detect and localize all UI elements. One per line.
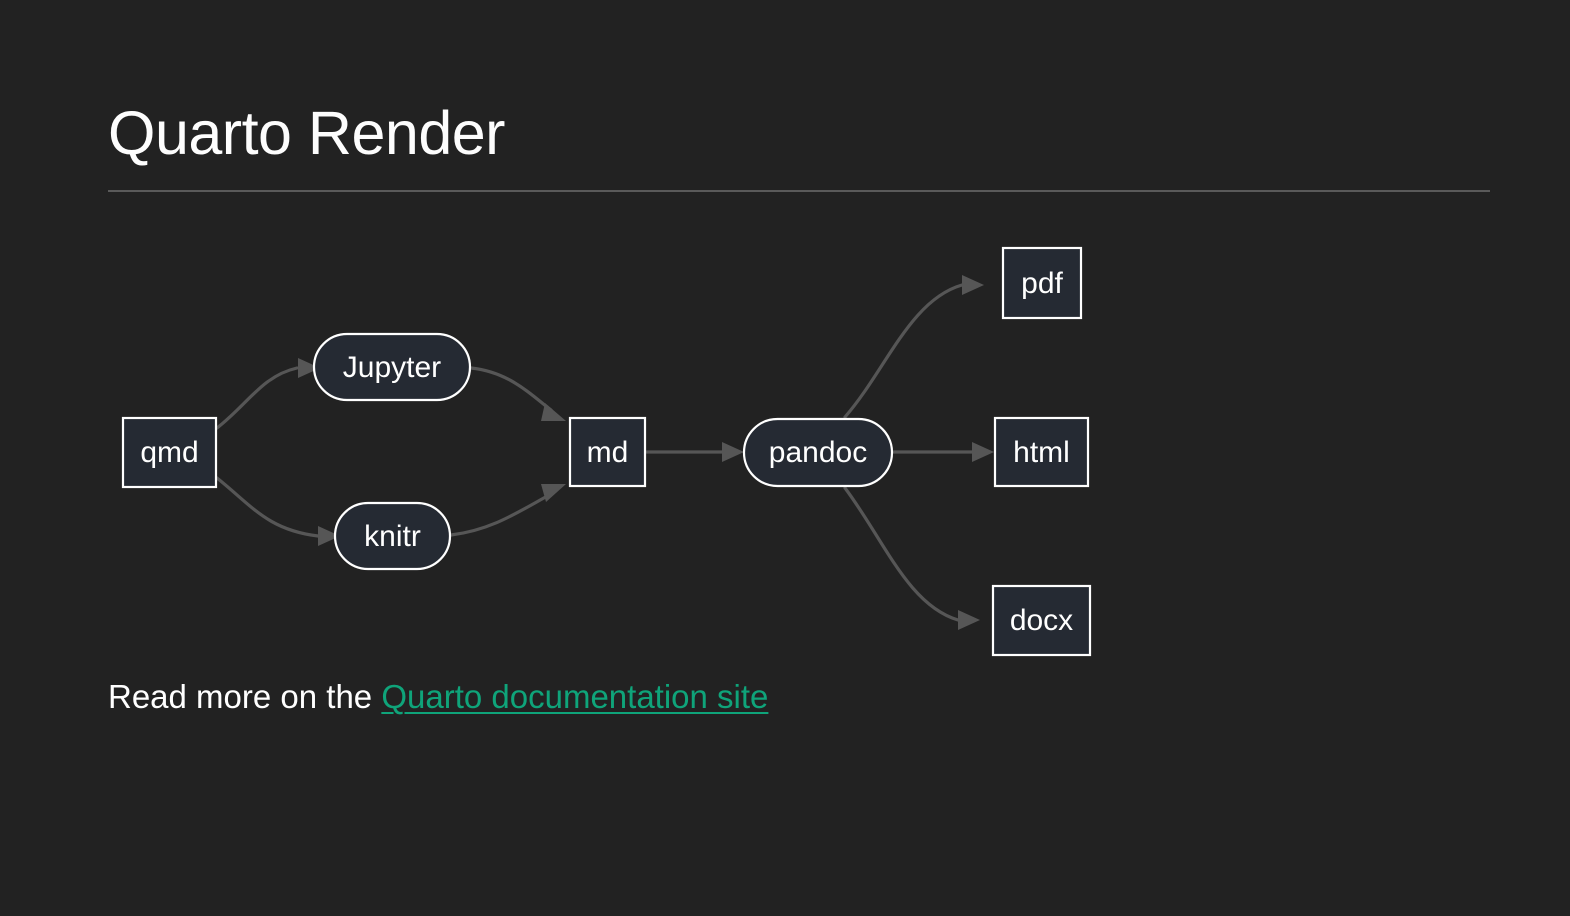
page-title: Quarto Render [108, 99, 506, 167]
node-knitr-label: knitr [364, 520, 421, 553]
edge-jupyter-to-md [469, 366, 566, 421]
node-docx-label: docx [1010, 604, 1073, 637]
node-knitr[interactable]: knitr [333, 501, 452, 571]
footer-text: Read more on the Quarto documentation si… [108, 676, 768, 717]
node-md-label: md [587, 436, 629, 469]
edge-md-to-pandoc [644, 442, 744, 462]
node-pandoc-label: pandoc [769, 436, 867, 469]
node-pdf[interactable]: pdf [1001, 246, 1083, 320]
node-md[interactable]: md [568, 416, 647, 488]
node-html[interactable]: html [993, 416, 1090, 488]
node-qmd[interactable]: qmd [121, 416, 218, 489]
node-qmd-label: qmd [140, 436, 198, 469]
edge-pandoc-to-pdf [843, 275, 984, 419]
node-docx[interactable]: docx [991, 584, 1092, 657]
edge-pandoc-to-docx [843, 486, 980, 630]
node-html-label: html [1013, 436, 1070, 469]
edge-pandoc-to-html [891, 442, 994, 462]
node-pdf-label: pdf [1021, 267, 1063, 300]
edge-qmd-to-jupyter [215, 358, 320, 430]
edge-knitr-to-md [449, 484, 566, 537]
node-jupyter[interactable]: Jupyter [312, 332, 472, 402]
edge-qmd-to-knitr [215, 476, 340, 546]
title-divider [108, 190, 1490, 192]
quarto-documentation-link[interactable]: Quarto documentation site [381, 678, 769, 715]
node-pandoc[interactable]: pandoc [742, 417, 894, 488]
node-jupyter-label: Jupyter [343, 351, 441, 384]
footer-prefix: Read more on the [108, 678, 382, 715]
